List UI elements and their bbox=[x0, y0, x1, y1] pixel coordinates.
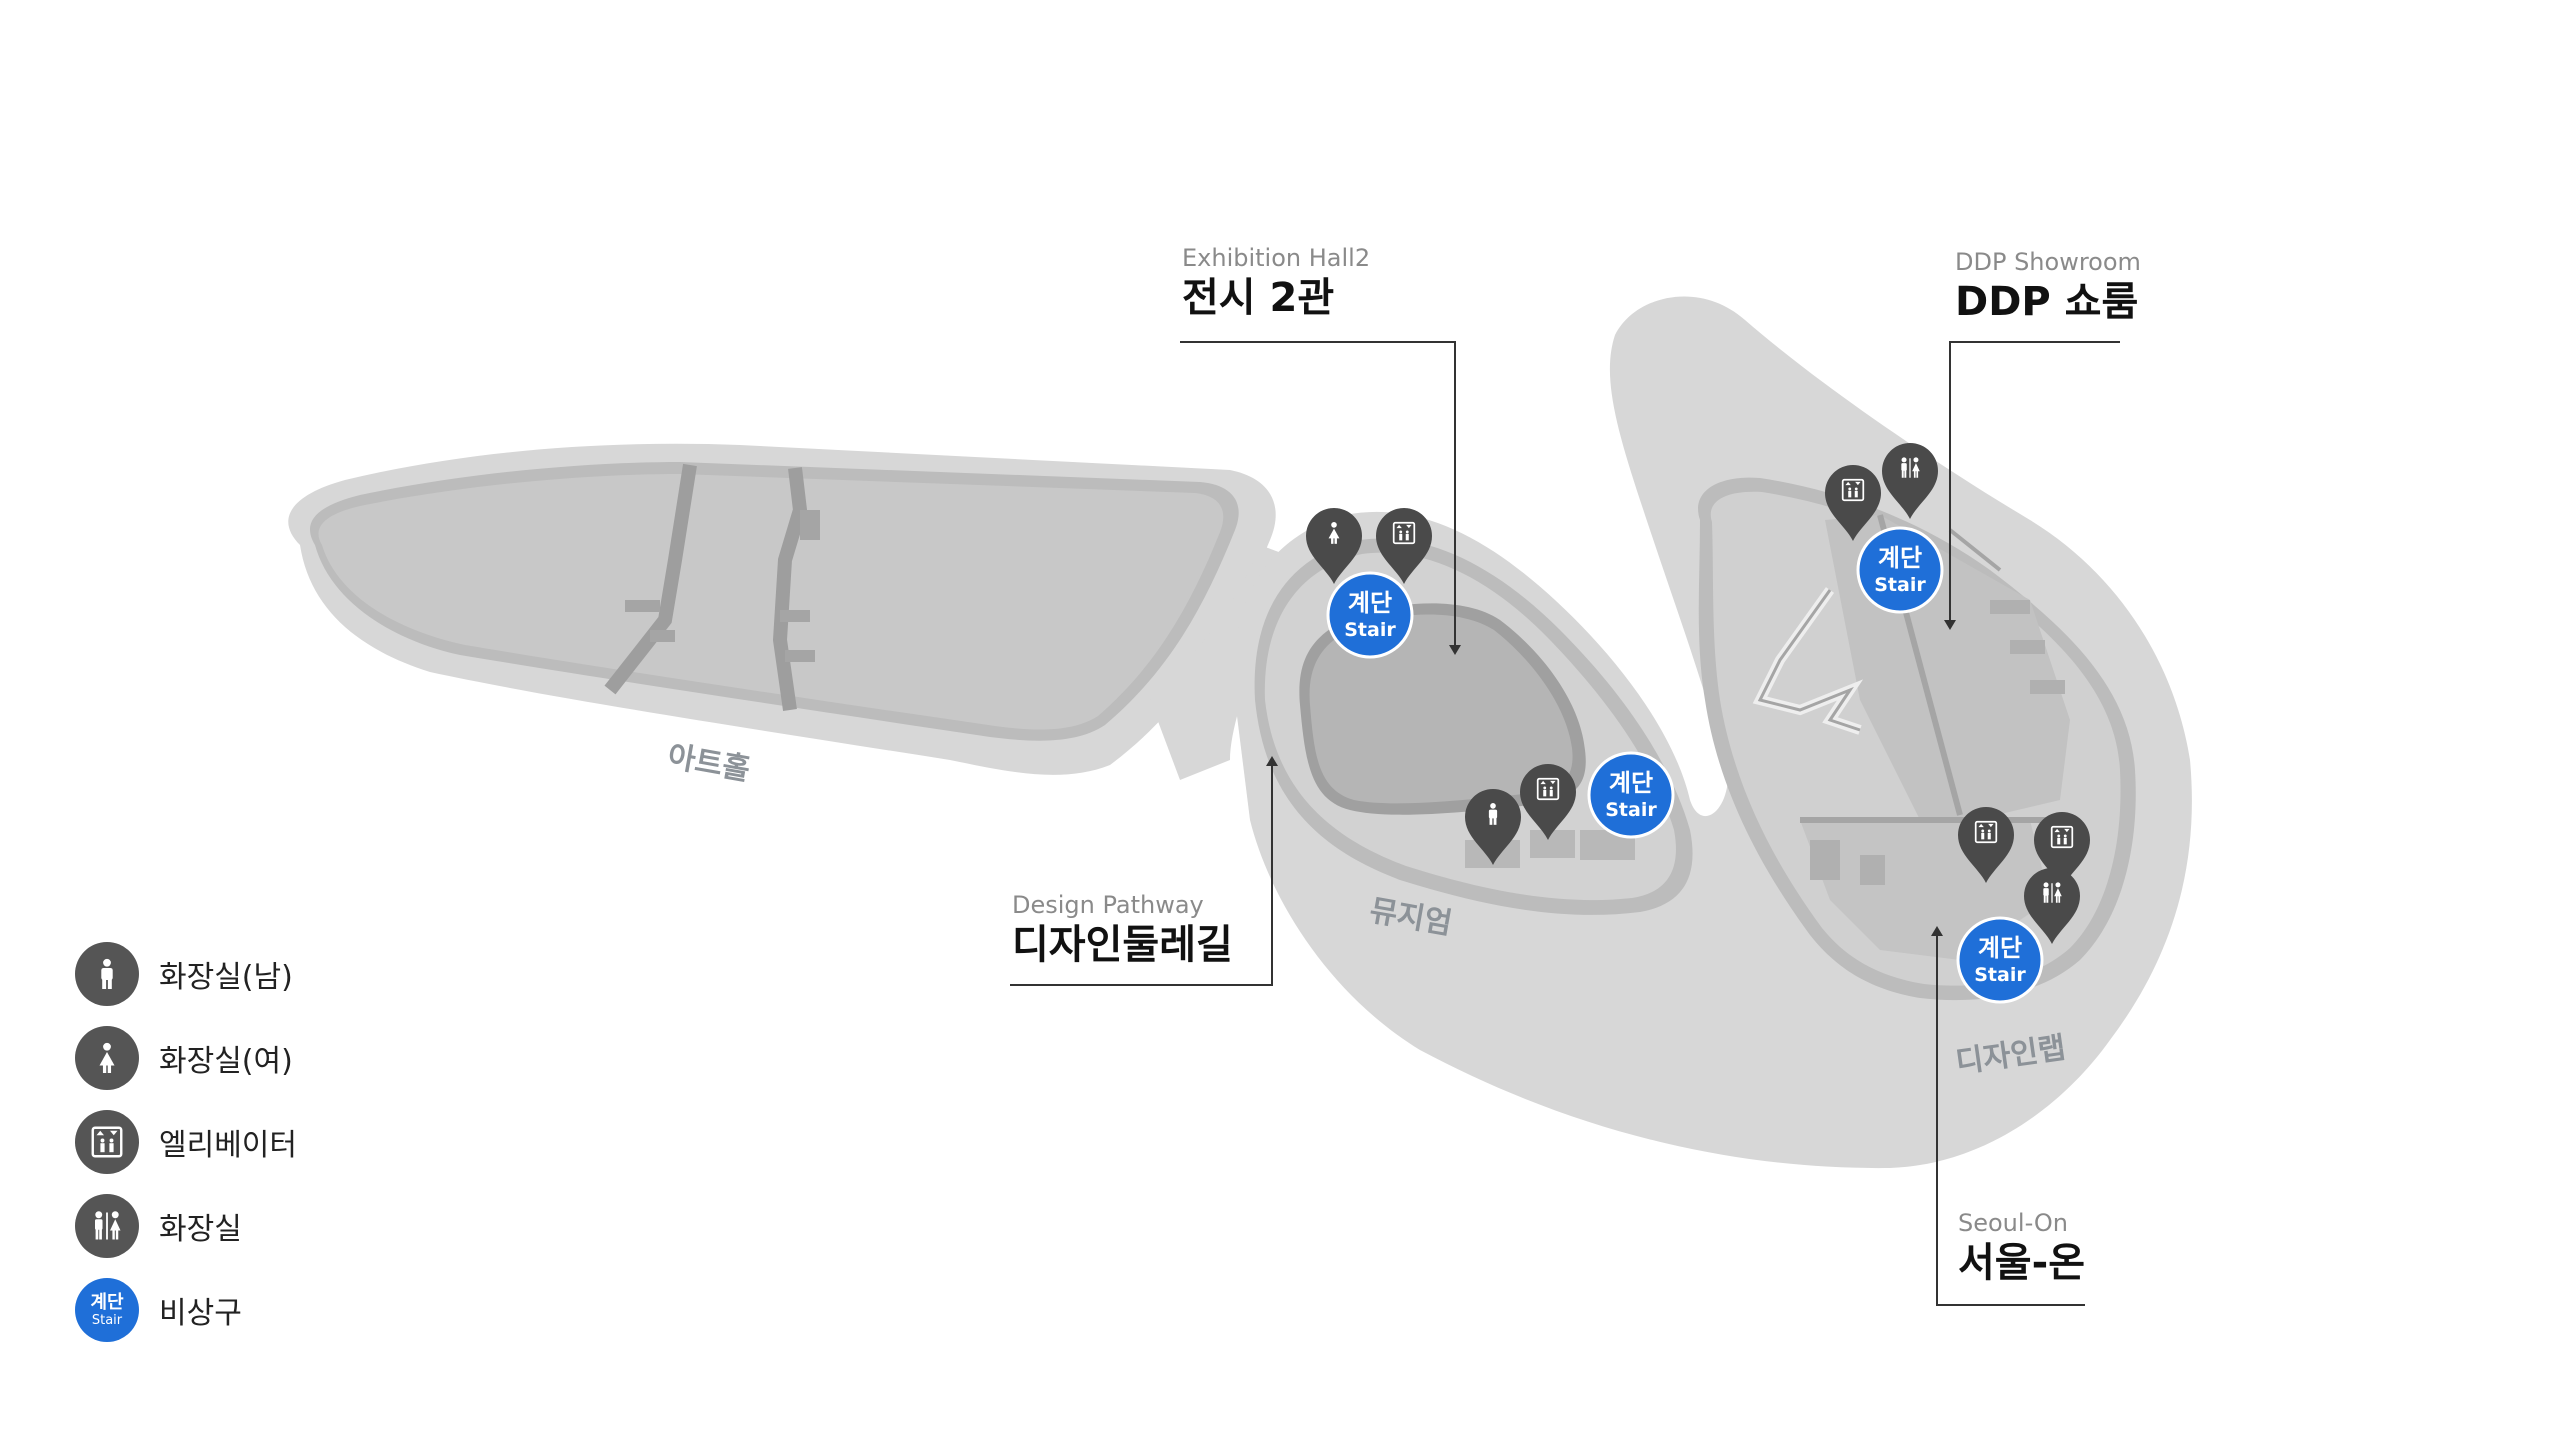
stair-icon-text-1: 계단 bbox=[90, 1291, 124, 1313]
elevator-icon bbox=[75, 1110, 139, 1174]
legend-label: 화장실(남) bbox=[159, 960, 293, 995]
callout-lines bbox=[1010, 341, 2120, 1306]
callout-pathway-en: Design Pathway bbox=[1012, 891, 1204, 919]
stair-badge-museum[interactable]: 계단 Stair bbox=[1326, 571, 1414, 659]
callout-showroom: DDP Showroom DDP 쇼룸 bbox=[1955, 247, 2141, 327]
stair-badge-text-1: 계단 bbox=[1348, 589, 1392, 617]
callout-pathway: Design Pathway 디자인둘레길 bbox=[1012, 890, 1233, 970]
art-hall-building bbox=[310, 462, 1239, 741]
restroom-female-icon bbox=[75, 1026, 139, 1090]
callout-seoulon-en: Seoul-On bbox=[1958, 1209, 2068, 1237]
stair-badge-text-1: 계단 bbox=[1978, 934, 2022, 962]
stair-badge-text-2: Stair bbox=[1344, 619, 1396, 641]
callout-showroom-ko: DDP 쇼룸 bbox=[1955, 279, 2139, 325]
stair-icon-text-2: Stair bbox=[91, 1312, 123, 1328]
callout-line-showroom bbox=[1949, 341, 2120, 625]
callout-pathway-ko: 디자인둘레길 bbox=[1012, 922, 1233, 968]
stair-badge-text-2: Stair bbox=[1605, 799, 1657, 821]
callout-exhibition-en: Exhibition Hall2 bbox=[1182, 244, 1371, 272]
callout-exhibition-ko: 전시 2관 bbox=[1182, 275, 1335, 321]
legend: 화장실(남) 화장실(여) 엘리베이터 화장실 계단 Stair 비상구 bbox=[75, 942, 297, 1362]
callout-line-pathway bbox=[1010, 760, 1273, 986]
stair-badge-text-2: Stair bbox=[1874, 574, 1926, 596]
legend-label: 화장실 bbox=[159, 1212, 242, 1247]
stair-badge-showroom[interactable]: 계단 Stair bbox=[1856, 526, 1944, 614]
callout-exhibition: Exhibition Hall2 전시 2관 bbox=[1182, 243, 1370, 323]
stair-badge-lab[interactable]: 계단 Stair bbox=[1956, 916, 2044, 1004]
legend-label: 화장실(여) bbox=[159, 1044, 293, 1079]
stair-icon: 계단 Stair bbox=[75, 1278, 139, 1342]
restroom-male-icon bbox=[75, 942, 139, 1006]
legend-item-male: 화장실(남) bbox=[75, 942, 297, 1006]
legend-label: 엘리베이터 bbox=[159, 1128, 297, 1163]
legend-label: 비상구 bbox=[159, 1296, 242, 1331]
legend-item-female: 화장실(여) bbox=[75, 1026, 297, 1090]
callout-seoulon-ko: 서울-온 bbox=[1958, 1240, 2086, 1286]
stair-badge-text-1: 계단 bbox=[1878, 544, 1922, 572]
stair-badges: 계단 Stair 계단 Stair 계단 Stair 계단 Stair bbox=[1326, 526, 2044, 1004]
callout-showroom-en: DDP Showroom bbox=[1955, 248, 2141, 276]
stair-badge-museum-2[interactable]: 계단 Stair bbox=[1587, 751, 1675, 839]
legend-item-stair: 계단 Stair 비상구 bbox=[75, 1278, 297, 1342]
legend-item-restroom: 화장실 bbox=[75, 1194, 297, 1258]
legend-item-elevator: 엘리베이터 bbox=[75, 1110, 297, 1174]
callout-line-exhibition bbox=[1180, 341, 1456, 650]
callout-line-seoulon bbox=[1936, 930, 2085, 1306]
stair-badge-text-2: Stair bbox=[1974, 964, 2026, 986]
restroom-icon bbox=[75, 1194, 139, 1258]
stair-badge-text-1: 계단 bbox=[1609, 769, 1653, 797]
callout-seoulon: Seoul-On 서울-온 bbox=[1958, 1208, 2085, 1288]
